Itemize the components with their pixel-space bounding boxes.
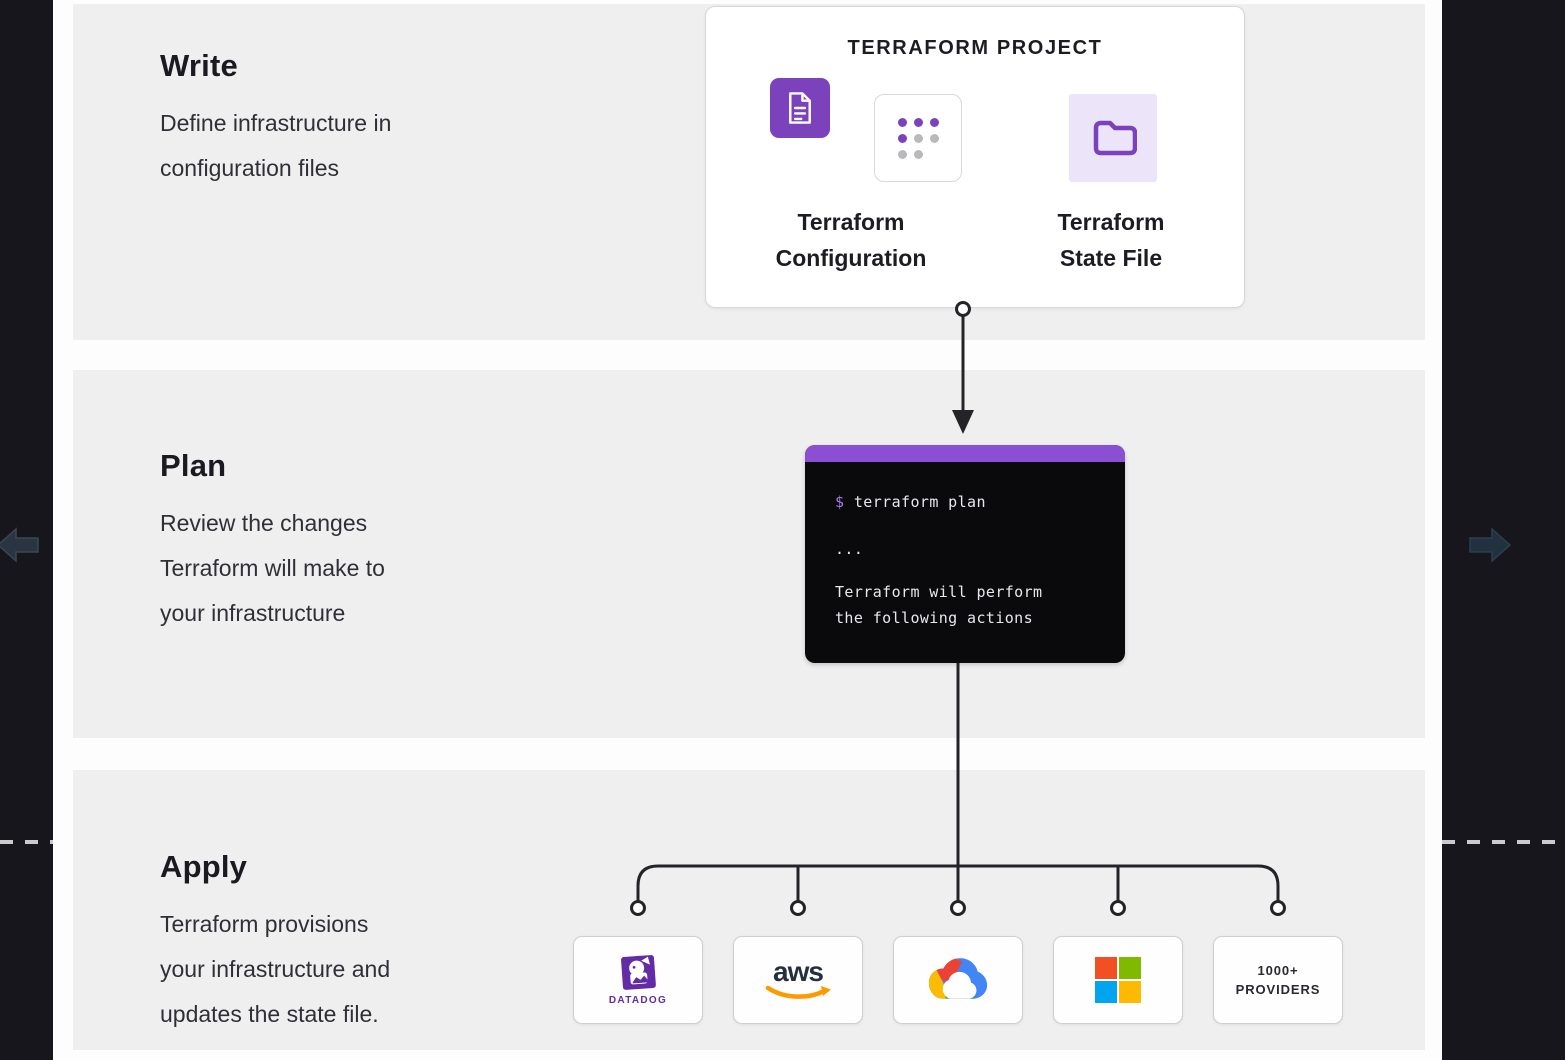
step-write-title: Write — [160, 48, 238, 83]
down-arrow-connector — [952, 301, 974, 434]
step-write-line: Define infrastructure in — [160, 110, 392, 136]
step-plan-line: Terraform will make to — [160, 555, 385, 581]
step-plan-title: Plan — [160, 448, 227, 483]
aws-logo: aws — [773, 956, 824, 987]
provider-card-datadog: DATADOG — [573, 936, 703, 1024]
step-apply: Apply Terraform provisions your infrastr… — [160, 849, 390, 1037]
dashed-line-right — [1442, 840, 1565, 844]
google-cloud-logo — [928, 958, 988, 999]
prev-slide-arrow-icon[interactable] — [0, 524, 40, 566]
terminal-output-line: Terraform will perform — [835, 583, 1043, 601]
provider-card-aws: aws — [733, 936, 863, 1024]
terminal-command: terraform plan — [844, 493, 986, 511]
terraform-configuration-label: Terraform Configuration — [775, 209, 927, 271]
terraform-project-card: TERRAFORM PROJECT — [705, 6, 1245, 308]
terraform-state-file-label: Terraform State File — [1057, 209, 1165, 271]
project-card-title: TERRAFORM PROJECT — [847, 37, 1103, 59]
provider-card-microsoft — [1053, 936, 1183, 1024]
datadog-label: DATADOG — [608, 995, 668, 1006]
left-panel — [0, 0, 53, 1060]
terraform-configuration-icon-group — [770, 78, 1000, 208]
terminal-command-line: $ terraform plan — [835, 493, 986, 511]
provider-card-more-providers: 1000+ PROVIDERS — [1213, 936, 1343, 1024]
step-write: Write Define infrastructure in configura… — [160, 48, 391, 191]
aws-smile-icon — [765, 985, 831, 999]
document-icon — [770, 78, 830, 138]
dots-grid-icon — [874, 94, 962, 182]
terraform-plan-terminal: $ terraform plan ... Terraform will perf… — [805, 445, 1125, 663]
terminal-prompt: $ — [835, 493, 845, 511]
step-write-line: configuration files — [160, 155, 339, 181]
step-apply-line: Terraform provisions — [160, 911, 369, 937]
plan-band — [73, 370, 1425, 738]
next-slide-arrow-icon[interactable] — [1456, 524, 1512, 566]
dashed-line-left — [0, 840, 53, 844]
step-plan: Plan Review the changes Terraform will m… — [160, 448, 385, 636]
right-panel — [1442, 0, 1565, 1060]
step-apply-line: updates the state file. — [160, 1001, 379, 1027]
terminal-titlebar — [805, 445, 1125, 462]
more-providers-label: 1000+ PROVIDERS — [1235, 963, 1321, 997]
step-apply-line: your infrastructure and — [160, 956, 391, 982]
datadog-logo — [621, 955, 656, 990]
provider-connector-tree — [630, 663, 1286, 916]
terminal-output-line: the following actions — [835, 609, 1034, 627]
terminal-ellipsis: ... — [835, 540, 864, 558]
provider-card-google-cloud — [893, 936, 1023, 1024]
step-plan-line: Review the changes — [160, 510, 368, 536]
folder-icon — [1069, 94, 1157, 182]
step-apply-title: Apply — [160, 849, 248, 884]
microsoft-logo — [1095, 957, 1141, 1003]
step-plan-line: your infrastructure — [160, 600, 346, 626]
